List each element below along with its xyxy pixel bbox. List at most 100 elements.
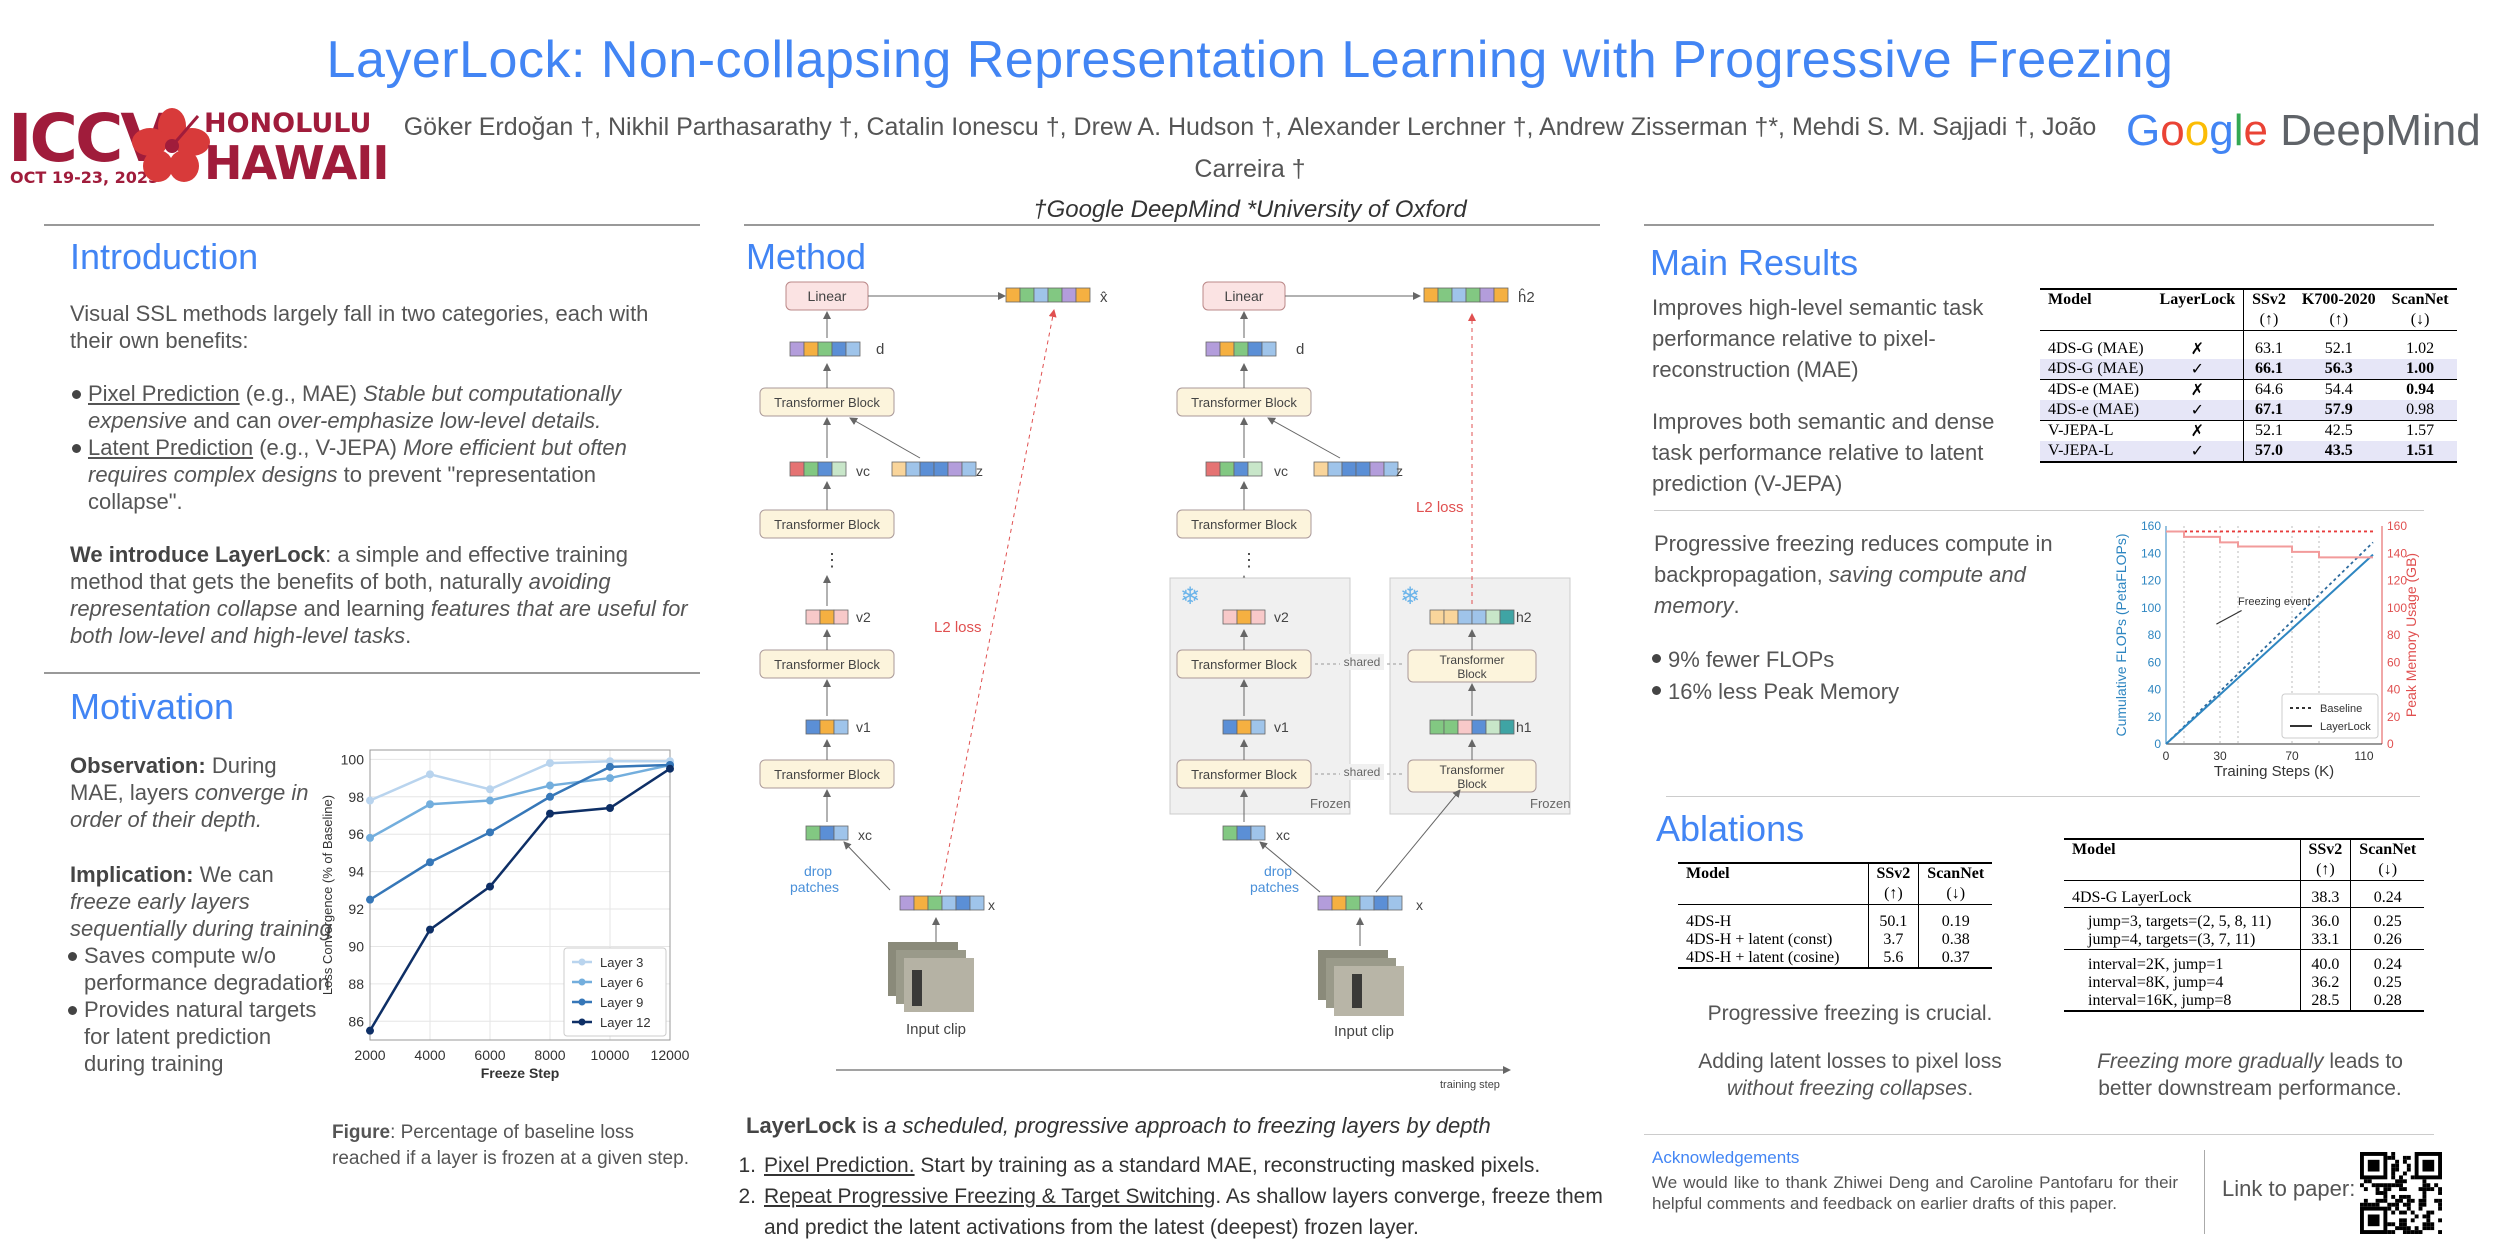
snowflake-icon: ❄	[1400, 582, 1420, 610]
token	[817, 341, 833, 357]
table-cell: 57.9	[2293, 399, 2384, 420]
d-label: d	[876, 341, 884, 358]
divider	[1654, 510, 2424, 511]
token	[1236, 609, 1252, 625]
x-tick-label: 70	[2285, 749, 2299, 763]
intro-end: .	[405, 623, 412, 648]
step-1-title: Pixel Prediction.	[764, 1154, 915, 1177]
frozen-label: Frozen	[1530, 796, 1570, 811]
token	[1429, 609, 1445, 625]
qr-module	[2383, 1187, 2388, 1192]
token	[1437, 287, 1453, 303]
pixel-prediction-example: (e.g., MAE)	[239, 381, 364, 406]
token	[1250, 609, 1266, 625]
token	[789, 461, 805, 477]
latent-prediction-term: Latent Prediction	[88, 435, 254, 460]
shared-label: shared	[1344, 765, 1381, 779]
token	[1313, 461, 1329, 477]
motivation-heading: Motivation	[70, 686, 235, 727]
table-cell: 33.1	[2299, 931, 2351, 950]
qr-module	[2406, 1226, 2411, 1231]
y-tick-label: 140	[2141, 546, 2161, 560]
data-point	[366, 796, 374, 805]
token	[1033, 287, 1049, 303]
table-cell: 36.0	[2299, 913, 2351, 931]
shared-label-bg	[1340, 654, 1384, 670]
qr-module	[2430, 1222, 2435, 1227]
qr-module	[2379, 1198, 2384, 1203]
patches-label: patches	[790, 879, 839, 895]
col-layerlock: LayerLock	[2159, 291, 2236, 308]
token	[1205, 461, 1221, 477]
qr-module	[2426, 1218, 2431, 1223]
figure-caption-label: Figure	[332, 1122, 391, 1143]
x-label: x	[1416, 897, 1423, 913]
qr-module	[2363, 1198, 2368, 1203]
qr-module	[2422, 1226, 2427, 1231]
qr-module	[2387, 1222, 2392, 1227]
qr-module	[2402, 1171, 2407, 1176]
x-tick-label: 12000	[651, 1047, 690, 1063]
qr-module	[2375, 1187, 2380, 1192]
table-cell: 4DS-H + latent (const)	[1686, 930, 1833, 948]
qr-module	[2395, 1206, 2400, 1211]
qr-module	[2402, 1202, 2407, 1207]
token	[789, 341, 805, 357]
arrow-cell: (↓)	[2410, 311, 2430, 328]
qr-module	[2438, 1191, 2442, 1195]
divider	[44, 224, 700, 226]
qr-module	[2387, 1187, 2392, 1192]
output-latent-tokens	[1423, 287, 1509, 303]
step-number: 2.	[738, 1185, 756, 1208]
qr-module	[2375, 1183, 2380, 1188]
data-point	[546, 792, 554, 801]
qr-module	[2402, 1222, 2407, 1227]
table-cell: 0.37	[1918, 948, 1993, 968]
h2-label: h2	[1516, 609, 1532, 625]
series-line	[2165, 553, 2374, 745]
qr-module	[2402, 1210, 2407, 1215]
token	[1327, 461, 1343, 477]
y-tick-label: 96	[348, 826, 364, 842]
data-point	[426, 858, 434, 867]
x-tick-label: 10000	[591, 1047, 630, 1063]
token	[1369, 461, 1385, 477]
token	[819, 825, 835, 841]
compute-text-main: Progressive freezing reduces compute in …	[1654, 531, 2053, 587]
qr-code-link[interactable]	[2360, 1152, 2442, 1234]
token	[1205, 341, 1221, 357]
compute-text-end: .	[1733, 593, 1740, 618]
token	[1341, 461, 1357, 477]
token	[933, 461, 949, 477]
qr-module	[2426, 1222, 2431, 1227]
table-cell: V-JEPA-L	[2040, 440, 2152, 462]
qr-module	[2422, 1187, 2427, 1192]
input-clip-label: Input clip	[1334, 1023, 1394, 1040]
token	[1222, 719, 1238, 735]
y-tick-label: 92	[348, 901, 364, 917]
method-diagram: Linear x̂ d Transformer Block vc z Trans…	[759, 281, 1571, 1091]
frozen-label: Frozen	[1310, 796, 1350, 811]
data-point	[546, 809, 554, 818]
divider	[1666, 796, 2420, 797]
qr-module	[2363, 1179, 2368, 1184]
transformer-block-label: Transformer Block	[1191, 395, 1297, 410]
ellipsis: ⋮	[1240, 550, 1258, 570]
intro-bold: We introduce LayerLock	[70, 542, 326, 567]
arrow	[843, 841, 891, 891]
spacer-row	[1678, 904, 1993, 913]
qr-module	[2387, 1155, 2392, 1160]
bullet-less-memory: 16% less Peak Memory	[1650, 676, 2050, 708]
v2-tokens	[805, 609, 849, 625]
latent-prediction-example: (e.g., V-JEPA)	[253, 435, 404, 460]
qr-module	[2387, 1206, 2392, 1211]
token	[927, 895, 943, 911]
implication-label: Implication:	[70, 862, 194, 887]
table-cell: 1.57	[2406, 421, 2435, 439]
